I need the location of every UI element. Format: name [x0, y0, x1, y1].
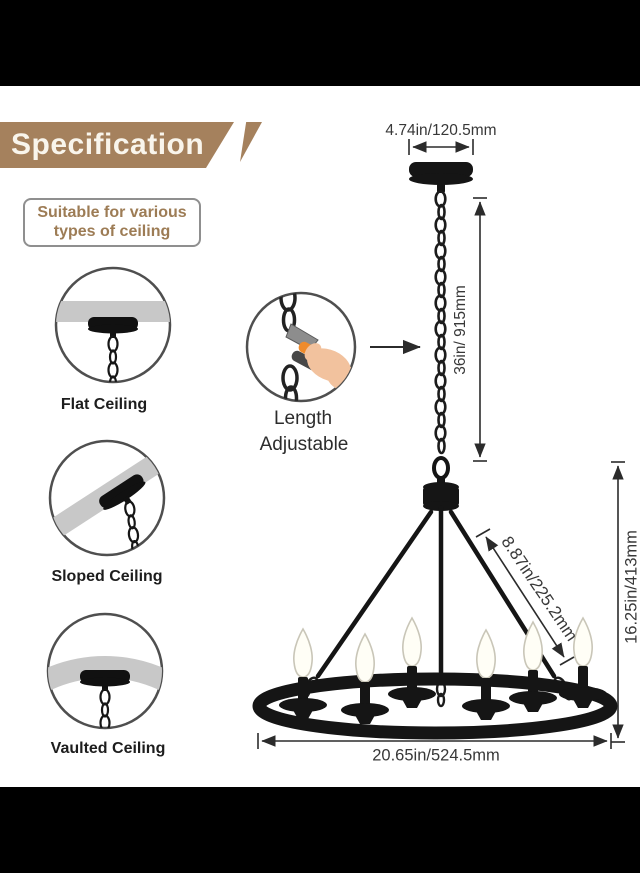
chain-length-dimension-label: 36in/ 915mm — [452, 285, 469, 375]
length-adjustable-label-line1: Length — [273, 408, 333, 429]
length-adjustable-label-line2: Adjustable — [259, 434, 349, 455]
canopy-width-dimension-label: 4.74in/120.5mm — [385, 122, 497, 139]
suitability-note-box: Suitable for various types of ceiling — [23, 198, 201, 247]
fixture-width-dimension-line — [257, 733, 612, 749]
wagon-wheel-ring — [252, 672, 618, 740]
support-rods — [315, 505, 557, 685]
suitability-note-line1: Suitable for various — [37, 204, 187, 221]
pliers-cutting-chain-icon — [245, 291, 357, 403]
suitability-note-line2: types of ceiling — [53, 223, 171, 240]
fixture-height-dimension-label: 16.25in/413mm — [622, 530, 640, 644]
canopy — [409, 162, 473, 193]
flat-ceiling-figure — [52, 264, 174, 386]
fixture-height-dimension-line — [611, 461, 625, 743]
sloped-ceiling-label: Sloped Ceiling — [51, 568, 163, 585]
hub — [423, 456, 459, 511]
length-adjustable-figure — [244, 290, 358, 404]
vaulted-ceiling-icon — [46, 612, 164, 730]
specification-banner: Specification — [0, 122, 234, 168]
hanging-chain — [434, 190, 447, 455]
flat-ceiling-icon — [54, 266, 172, 384]
flat-ceiling-label: Flat Ceiling — [60, 396, 148, 413]
canopy-width-dimension-line — [408, 139, 474, 155]
sloped-ceiling-icon — [48, 439, 166, 557]
support-arm-dimension-line — [475, 528, 575, 666]
vaulted-ceiling-figure — [44, 610, 166, 732]
page-title: Specification — [11, 128, 205, 161]
sloped-ceiling-figure — [46, 437, 168, 559]
top-letterbox-bar — [0, 0, 640, 86]
chain-length-dimension-line — [473, 197, 487, 462]
bottom-letterbox-bar — [0, 787, 640, 873]
vaulted-ceiling-label: Vaulted Ceiling — [50, 740, 166, 757]
fixture-width-dimension-label: 20.65in/524.5mm — [372, 746, 500, 765]
